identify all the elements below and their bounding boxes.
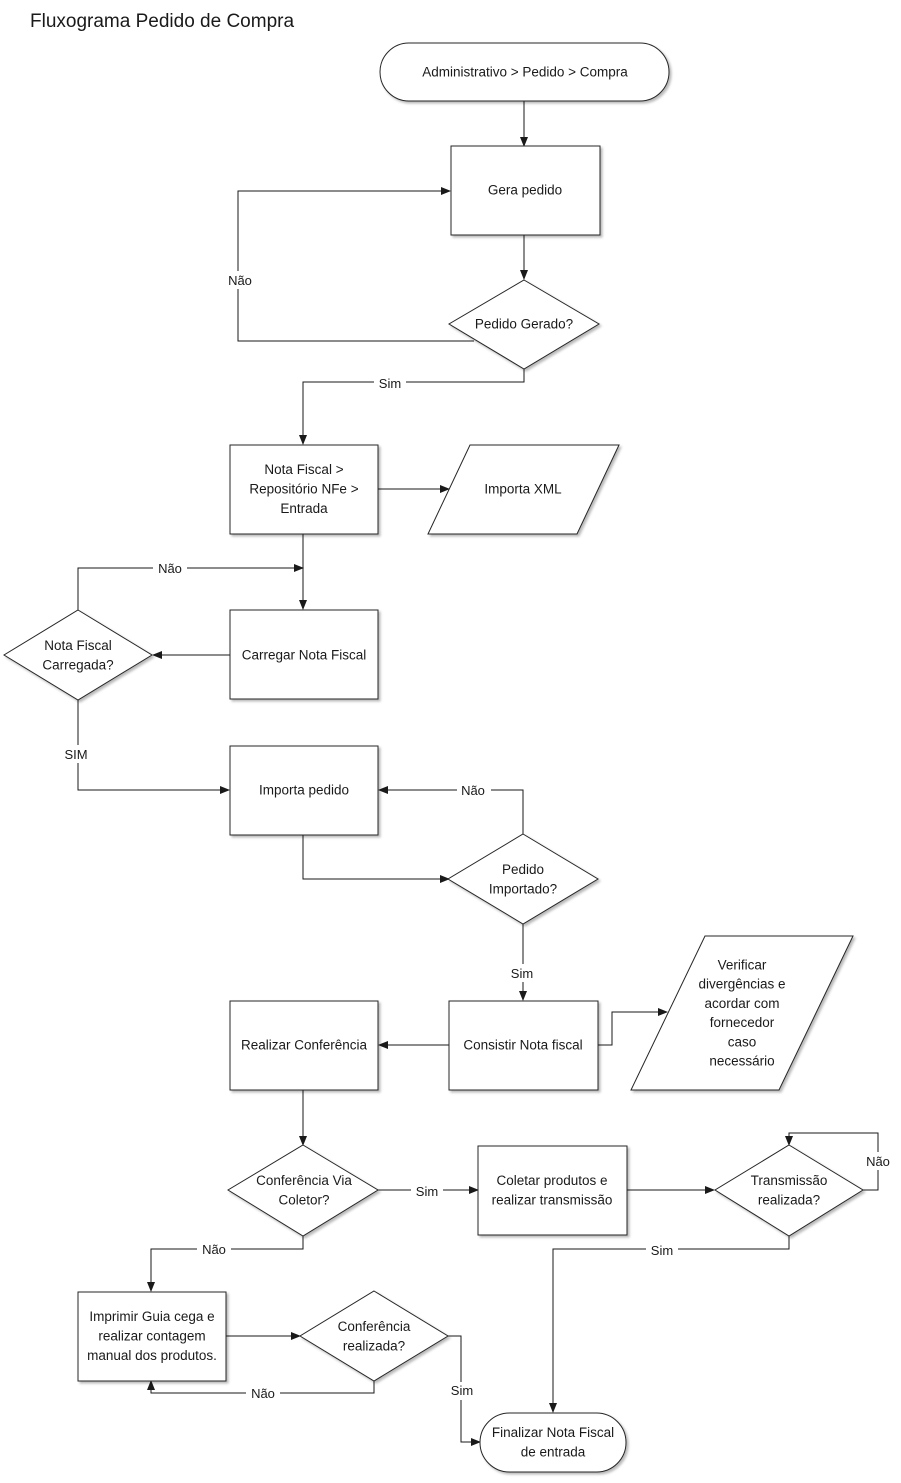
label-pedido-importado-nao: Não — [461, 783, 485, 798]
carregar-nf-label: Carregar Nota Fiscal — [242, 648, 367, 663]
consistir-nf-label: Consistir Nota fiscal — [463, 1038, 582, 1053]
verificar-div-line-2: divergências e — [698, 977, 785, 992]
importa-pedido-label: Importa pedido — [259, 783, 349, 798]
label-conferencia-realizada-sim: Sim — [451, 1383, 473, 1398]
transmissao-realizada-line-1: Transmissão — [751, 1173, 828, 1188]
nota-fiscal-menu-line-2: Repositório NFe > — [249, 482, 358, 497]
pedido-importado-line-2: Importado? — [489, 881, 557, 896]
pedido-gerado-decision: Pedido Gerado? — [448, 279, 600, 370]
edge-pedido-gerado-sim — [299, 369, 525, 445]
verificar-div-line-5: caso — [728, 1034, 757, 1049]
imprimir-guia-process: Imprimir Guia cega e realizar contagem man… — [77, 1291, 227, 1382]
label-pedido-gerado-sim: Sim — [379, 376, 401, 391]
coletar-produtos-process: Coletar produtos e realizar transmissão — [477, 1145, 628, 1236]
diagram-title: Fluxograma Pedido de Compra — [30, 11, 294, 32]
edge-pedido-importado-nao — [378, 786, 524, 834]
realizar-conferencia-process: Realizar Conferência — [229, 1000, 379, 1091]
nf-carregada-line-1: Nota Fiscal — [44, 638, 112, 653]
imprimir-guia-line-3: manual dos produtos. — [87, 1348, 217, 1363]
nota-fiscal-menu-line-1: Nota Fiscal > — [264, 462, 343, 477]
edge-transmissao-nao — [785, 1132, 879, 1191]
conferencia-realizada-line-1: Conferência — [338, 1319, 411, 1334]
verificar-div-line-3: acordar com — [704, 996, 779, 1011]
carregar-nf-process: Carregar Nota Fiscal — [229, 609, 379, 700]
gera-pedido-process: Gera pedido — [450, 145, 601, 236]
gera-pedido-line-1: Gera pedido — [488, 183, 562, 198]
carregar-nf-line-1: Carregar Nota Fiscal — [242, 648, 367, 663]
nota-fiscal-menu-line-3: Entrada — [280, 501, 328, 516]
finalizar-nf-line-1: Finalizar Nota Fiscal — [492, 1425, 614, 1440]
realizar-conferencia-line-1: Realizar Conferência — [241, 1038, 368, 1053]
coletar-produtos-label: Coletar produtos e realizar transmissão — [492, 1173, 613, 1208]
edge-importa-to-decision — [302, 835, 450, 883]
verificar-divergencias-data: Verificar divergências e acordar com fornec… — [630, 935, 854, 1091]
edge-pedido-gerado-nao — [237, 187, 474, 342]
nf-carregada-line-2: Carregada? — [42, 657, 113, 672]
label-pedido-gerado-nao: Não — [228, 273, 252, 288]
label-transmissao-nao: Não — [866, 1154, 890, 1169]
finalizar-nf-line-2: de entrada — [521, 1444, 586, 1459]
edge-transmissao-sim — [549, 1236, 790, 1413]
imprimir-guia-label: Imprimir Guia cega e realizar contagem man… — [87, 1309, 217, 1363]
pedido-gerado-label: Pedido Gerado? — [475, 317, 573, 332]
finalizar-nf-label: Finalizar Nota Fiscal de entrada — [492, 1425, 614, 1460]
importa-xml-label: Importa XML — [484, 482, 562, 497]
conferencia-realizada-label: Conferência realizada? — [338, 1319, 411, 1354]
label-nf-carregada-sim: SIM — [64, 747, 87, 762]
imprimir-guia-line-2: realizar contagem — [98, 1329, 205, 1344]
label-pedido-importado-sim: Sim — [511, 966, 533, 981]
start-terminator: Administrativo > Pedido > Compra — [379, 42, 670, 102]
label-conferencia-coletor-sim: Sim — [416, 1184, 438, 1199]
start-terminator-label: Administrativo > Pedido > Compra — [422, 65, 628, 80]
verificar-div-line-6: necessário — [709, 1054, 774, 1069]
edge-nf-carregada-sim — [77, 700, 230, 794]
transmissao-realizada-decision: Transmissão realizada? — [714, 1144, 864, 1237]
label-transmissao-sim: Sim — [651, 1243, 673, 1258]
consistir-nf-line-1: Consistir Nota fiscal — [463, 1038, 582, 1053]
importa-pedido-line-1: Importa pedido — [259, 783, 349, 798]
edge-consistir-to-verificar — [598, 1008, 668, 1046]
coletar-produtos-line-2: realizar transmissão — [492, 1192, 613, 1207]
label-conferencia-coletor-nao: Não — [202, 1242, 226, 1257]
verificar-divergencias-label: Verificar divergências e acordar com fornec… — [698, 958, 785, 1069]
conferencia-realizada-line-2: realizada? — [343, 1338, 405, 1353]
pedido-importado-line-1: Pedido — [502, 862, 544, 877]
pedido-gerado-line-1: Pedido Gerado? — [475, 317, 573, 332]
importa-pedido-process: Importa pedido — [229, 745, 379, 836]
nota-fiscal-menu-label: Nota Fiscal > Repositório NFe > Entrada — [249, 462, 358, 516]
verificar-div-line-4: fornecedor — [710, 1015, 775, 1030]
finalizar-nf-terminator: Finalizar Nota Fiscal de entrada — [479, 1412, 627, 1473]
nota-fiscal-menu-process: Nota Fiscal > Repositório NFe > Entrada — [229, 444, 379, 535]
realizar-conferencia-label: Realizar Conferência — [241, 1038, 368, 1053]
transmissao-realizada-label: Transmissão realizada? — [751, 1173, 828, 1208]
verificar-div-line-1: Verificar — [718, 958, 767, 973]
start-line-1: Administrativo > Pedido > Compra — [422, 65, 628, 80]
coletar-produtos-line-1: Coletar produtos e — [496, 1173, 607, 1188]
label-conferencia-realizada-nao: Não — [251, 1386, 275, 1401]
gera-pedido-label: Gera pedido — [488, 183, 562, 198]
imprimir-guia-line-1: Imprimir Guia cega e — [89, 1309, 214, 1324]
edge-nf-carregada-nao — [77, 564, 304, 610]
importa-xml-data: Importa XML — [427, 444, 620, 535]
label-nf-carregada-nao: Não — [158, 561, 182, 576]
consistir-nf-process: Consistir Nota fiscal — [448, 1000, 599, 1091]
conferencia-coletor-line-2: Coletor? — [278, 1192, 329, 1207]
conferencia-realizada-decision: Conferência realizada? — [299, 1290, 449, 1382]
importa-xml-line-1: Importa XML — [484, 482, 562, 497]
transmissao-realizada-line-2: realizada? — [758, 1192, 820, 1207]
conferencia-coletor-line-1: Conferência Via — [256, 1173, 352, 1188]
